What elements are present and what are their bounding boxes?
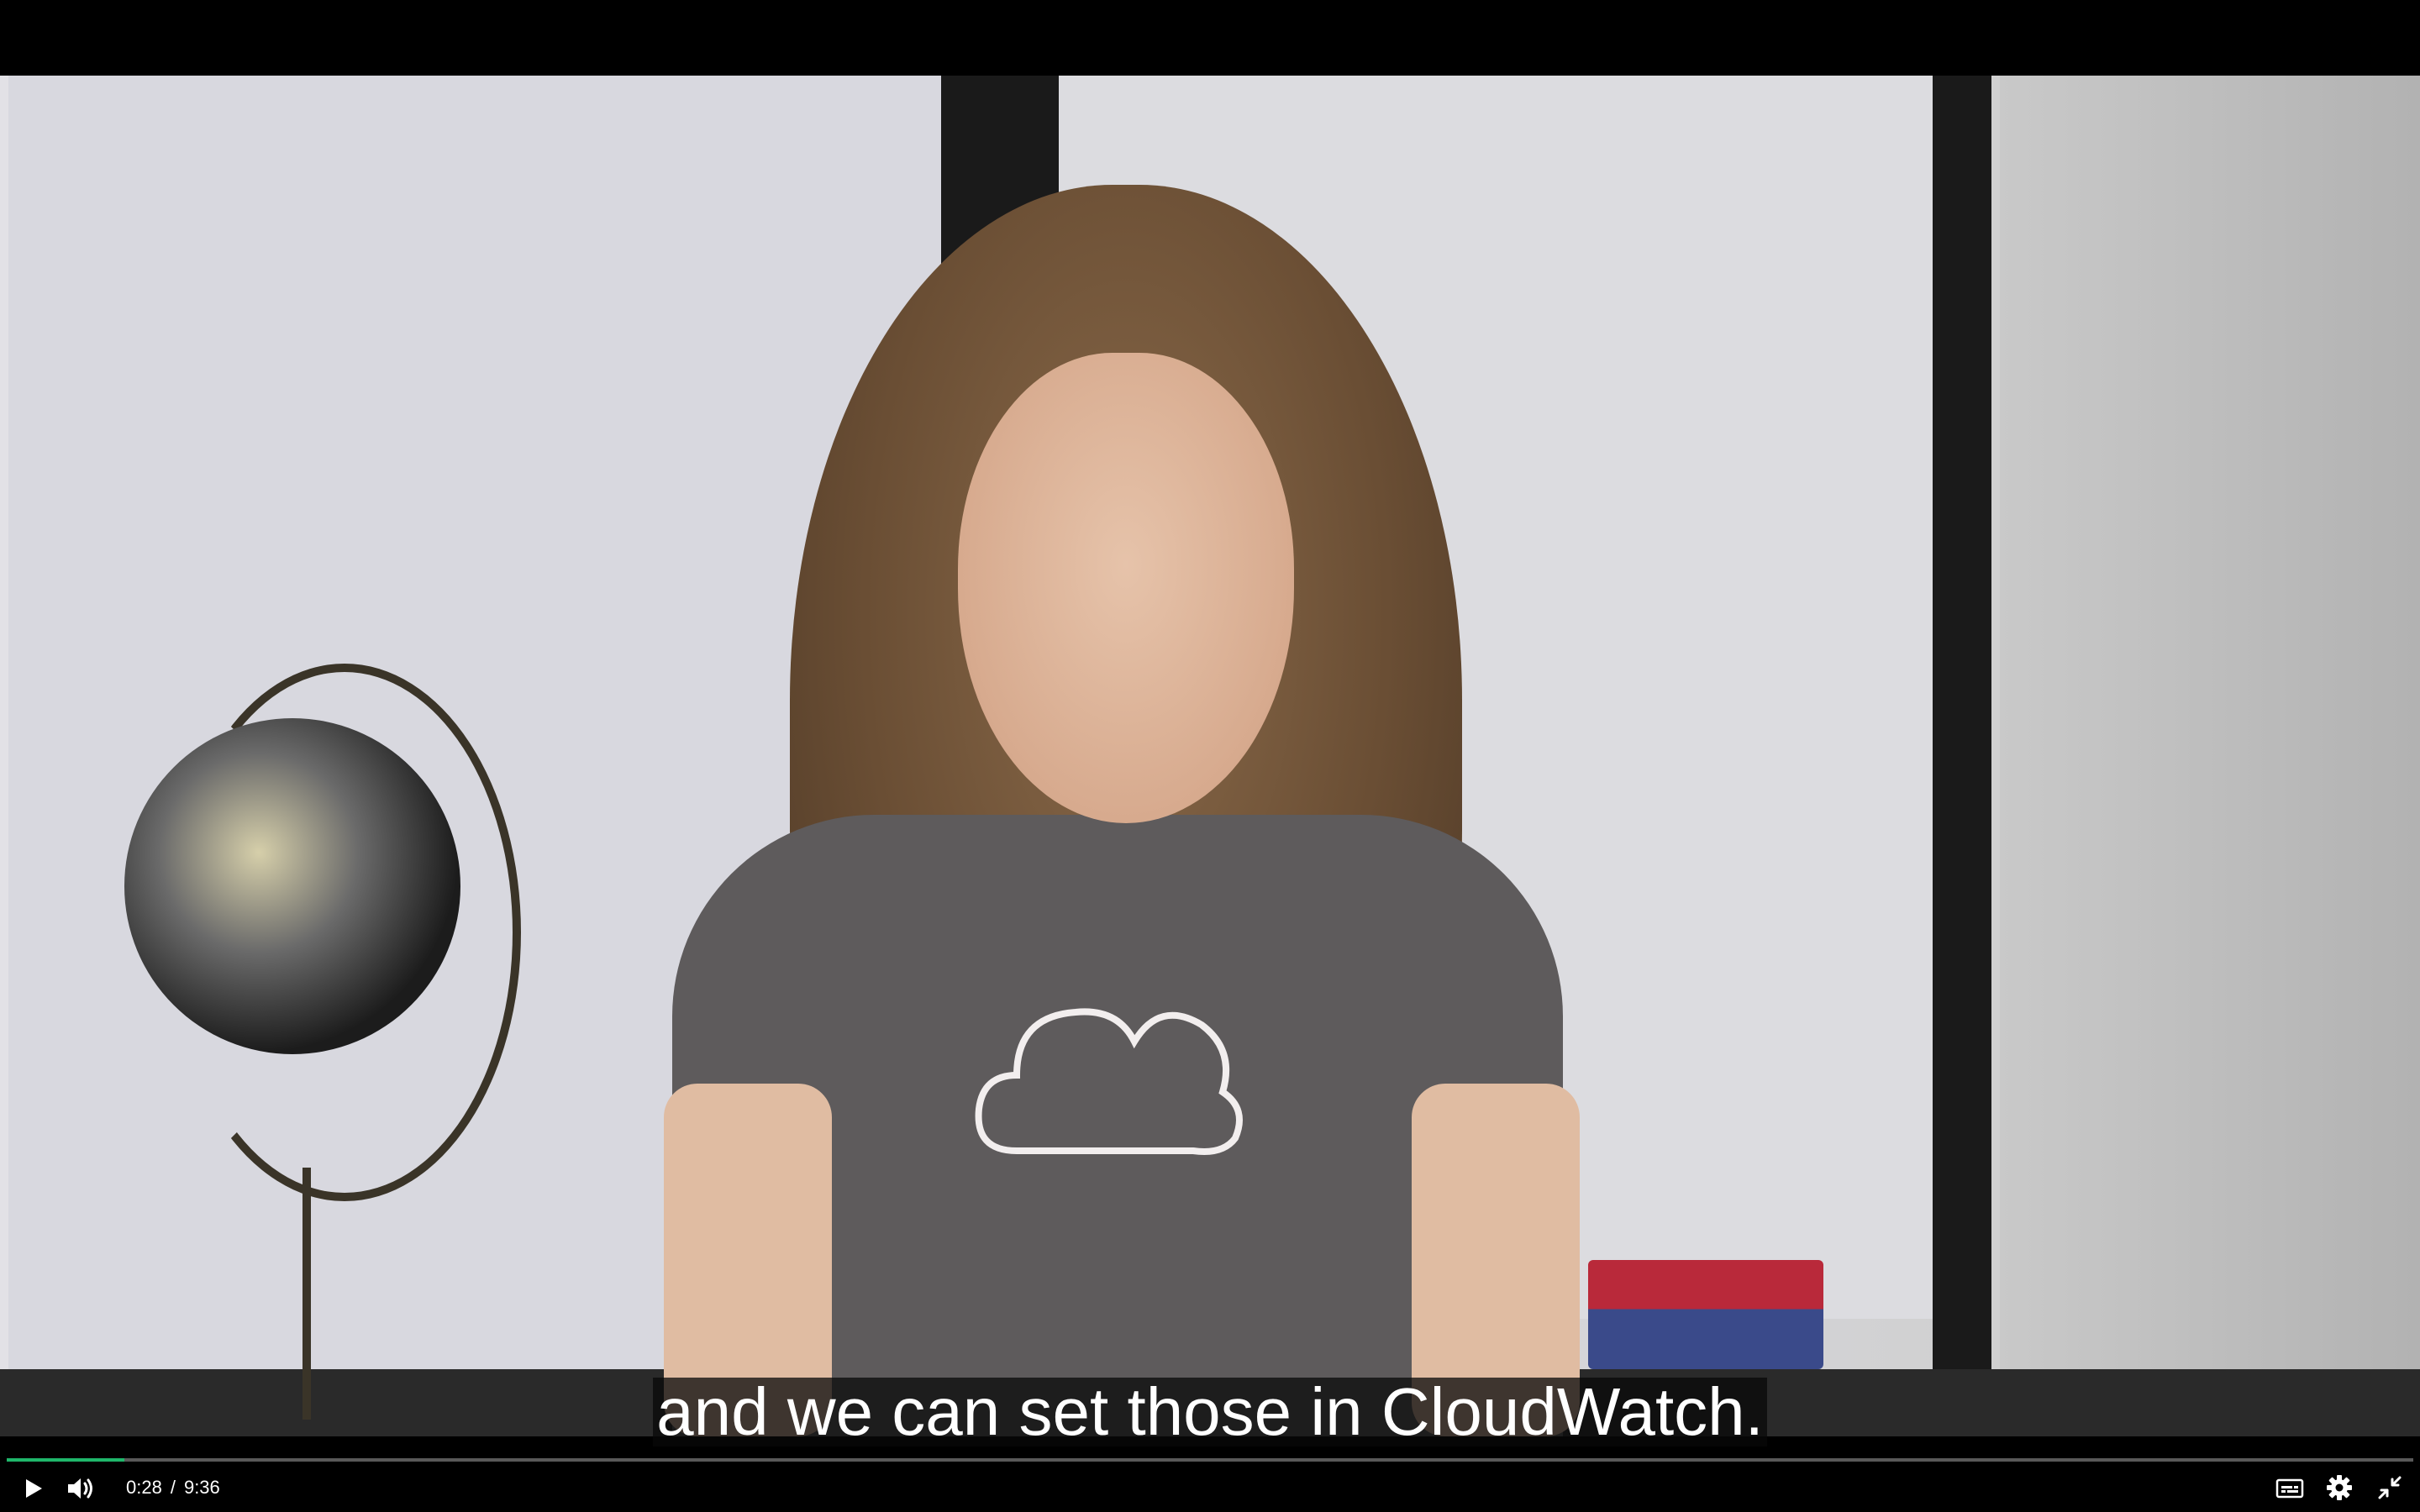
- cloud-hearts-graphic: [975, 1008, 1243, 1155]
- gear-icon: [2327, 1475, 2352, 1500]
- play-button[interactable]: [15, 1470, 52, 1507]
- current-time: 0:28: [126, 1477, 162, 1498]
- play-icon: [26, 1479, 42, 1498]
- globe: [124, 718, 460, 1054]
- time-display: 0:28 / 9:36: [126, 1473, 220, 1502]
- captions-button[interactable]: [2269, 1470, 2311, 1507]
- exit-fullscreen-button[interactable]: [2370, 1468, 2410, 1507]
- time-separator: /: [170, 1477, 176, 1498]
- globe-ring: [168, 664, 521, 1201]
- presenter-face: [958, 353, 1294, 823]
- progress-fill: [7, 1458, 125, 1462]
- wall: [2000, 76, 2420, 1436]
- duration: 9:36: [183, 1477, 220, 1498]
- books: [1588, 1260, 1823, 1369]
- volume-button[interactable]: [60, 1470, 101, 1507]
- globe-stand: [302, 1168, 311, 1420]
- settings-button[interactable]: [2321, 1468, 2358, 1507]
- video-frame[interactable]: [0, 76, 2420, 1436]
- presenter-arm-left: [664, 1084, 832, 1436]
- volume-icon: [68, 1478, 92, 1499]
- presenter-arm-right: [1412, 1084, 1580, 1436]
- exit-fullscreen-icon: [2378, 1476, 2402, 1499]
- control-bar: 0:28 / 9:36: [0, 1462, 2420, 1512]
- captions-icon: [2275, 1478, 2304, 1499]
- window-frame-right: [1933, 76, 1991, 1369]
- progress-bar[interactable]: [7, 1458, 2413, 1462]
